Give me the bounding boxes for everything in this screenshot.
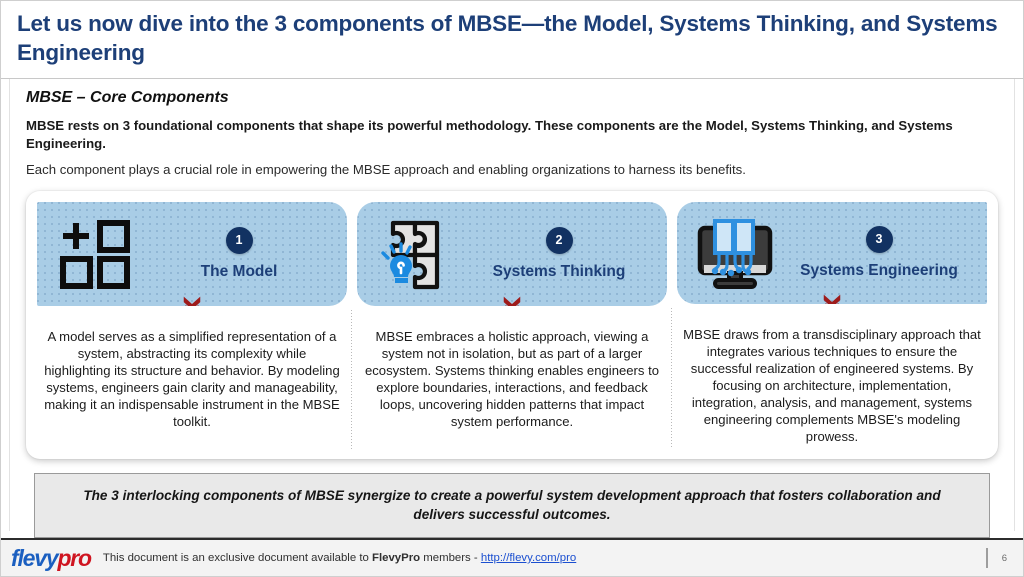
body-frame: MBSE – Core Components MBSE rests on 3 f…: [9, 79, 1015, 539]
card-body-text: MBSE embraces a holistic approach, viewi…: [351, 306, 667, 451]
chevron-down-icon: [503, 296, 521, 306]
card-number-badge: 3: [865, 225, 893, 253]
card-body-text: A model serves as a simplified represent…: [44, 328, 340, 429]
footer-bar: flevypro This document is an exclusive d…: [1, 538, 1023, 576]
footer-divider: [985, 548, 988, 568]
title-divider: [1, 78, 1023, 80]
card-header-band: 1 The Model: [37, 201, 347, 306]
card-number-badge: 1: [225, 226, 253, 254]
page-number: 6: [1001, 552, 1007, 564]
footer-right: 6: [985, 548, 1013, 568]
components-panel: 1 The Model A model serves as a simplifi…: [26, 190, 998, 459]
card-title: Systems Thinking: [492, 262, 626, 280]
footer-text-before: This document is an exclusive document a…: [102, 552, 372, 564]
grid-plus-squares-icon: [49, 210, 141, 298]
card-number-badge: 2: [545, 226, 573, 254]
puzzle-lightbulb-icon: [369, 210, 461, 298]
monitor-book-icon: [689, 209, 781, 297]
footer-brand: FlevyPro: [371, 552, 421, 564]
card-header-band: 3 Systems Engineering: [677, 201, 987, 304]
title-area: Let us now dive into the 3 components of…: [1, 1, 1023, 73]
components-panel-wrap: 1 The Model A model serves as a simplifi…: [26, 190, 998, 459]
footer-text-after: members -: [420, 552, 481, 564]
logo-text-flevy: flevy: [11, 544, 59, 571]
chevron-down-icon: [183, 296, 201, 306]
card-title: The Model: [200, 262, 278, 280]
card-title: Systems Engineering: [800, 261, 958, 279]
logo-text-pro: pro: [57, 544, 92, 571]
card-header-band: 2 Systems Thinking: [357, 201, 667, 306]
lead-normal-text: Each component plays a crucial role in e…: [26, 162, 746, 178]
callout-box: The 3 interlocking components of MBSE sy…: [34, 472, 990, 539]
footer-notice: This document is an exclusive document a…: [103, 552, 986, 564]
component-card-the-model[interactable]: 1 The Model A model serves as a simplifi…: [37, 201, 347, 451]
page-title: Let us now dive into the 3 components of…: [17, 11, 998, 65]
component-card-systems-thinking[interactable]: 2 Systems Thinking MBSE embraces a holis…: [351, 201, 667, 451]
lead-bold-text: MBSE rests on 3 foundational components …: [26, 118, 953, 151]
chevron-down-icon: [823, 294, 841, 304]
flevypro-logo: flevypro: [11, 544, 103, 571]
card-header-right: 1 The Model: [141, 226, 337, 281]
card-header-right: 3 Systems Engineering: [781, 225, 977, 280]
component-card-systems-engineering[interactable]: 3 Systems Engineering MBSE draws from a …: [671, 201, 987, 451]
footer-link[interactable]: http://flevy.com/pro: [480, 552, 577, 564]
cards-row: 1 The Model A model serves as a simplifi…: [37, 201, 987, 451]
card-header-right: 2 Systems Thinking: [461, 226, 657, 281]
card-body-text: MBSE draws from a transdisciplinary appr…: [671, 304, 987, 451]
section-heading: MBSE – Core Components: [26, 89, 229, 107]
